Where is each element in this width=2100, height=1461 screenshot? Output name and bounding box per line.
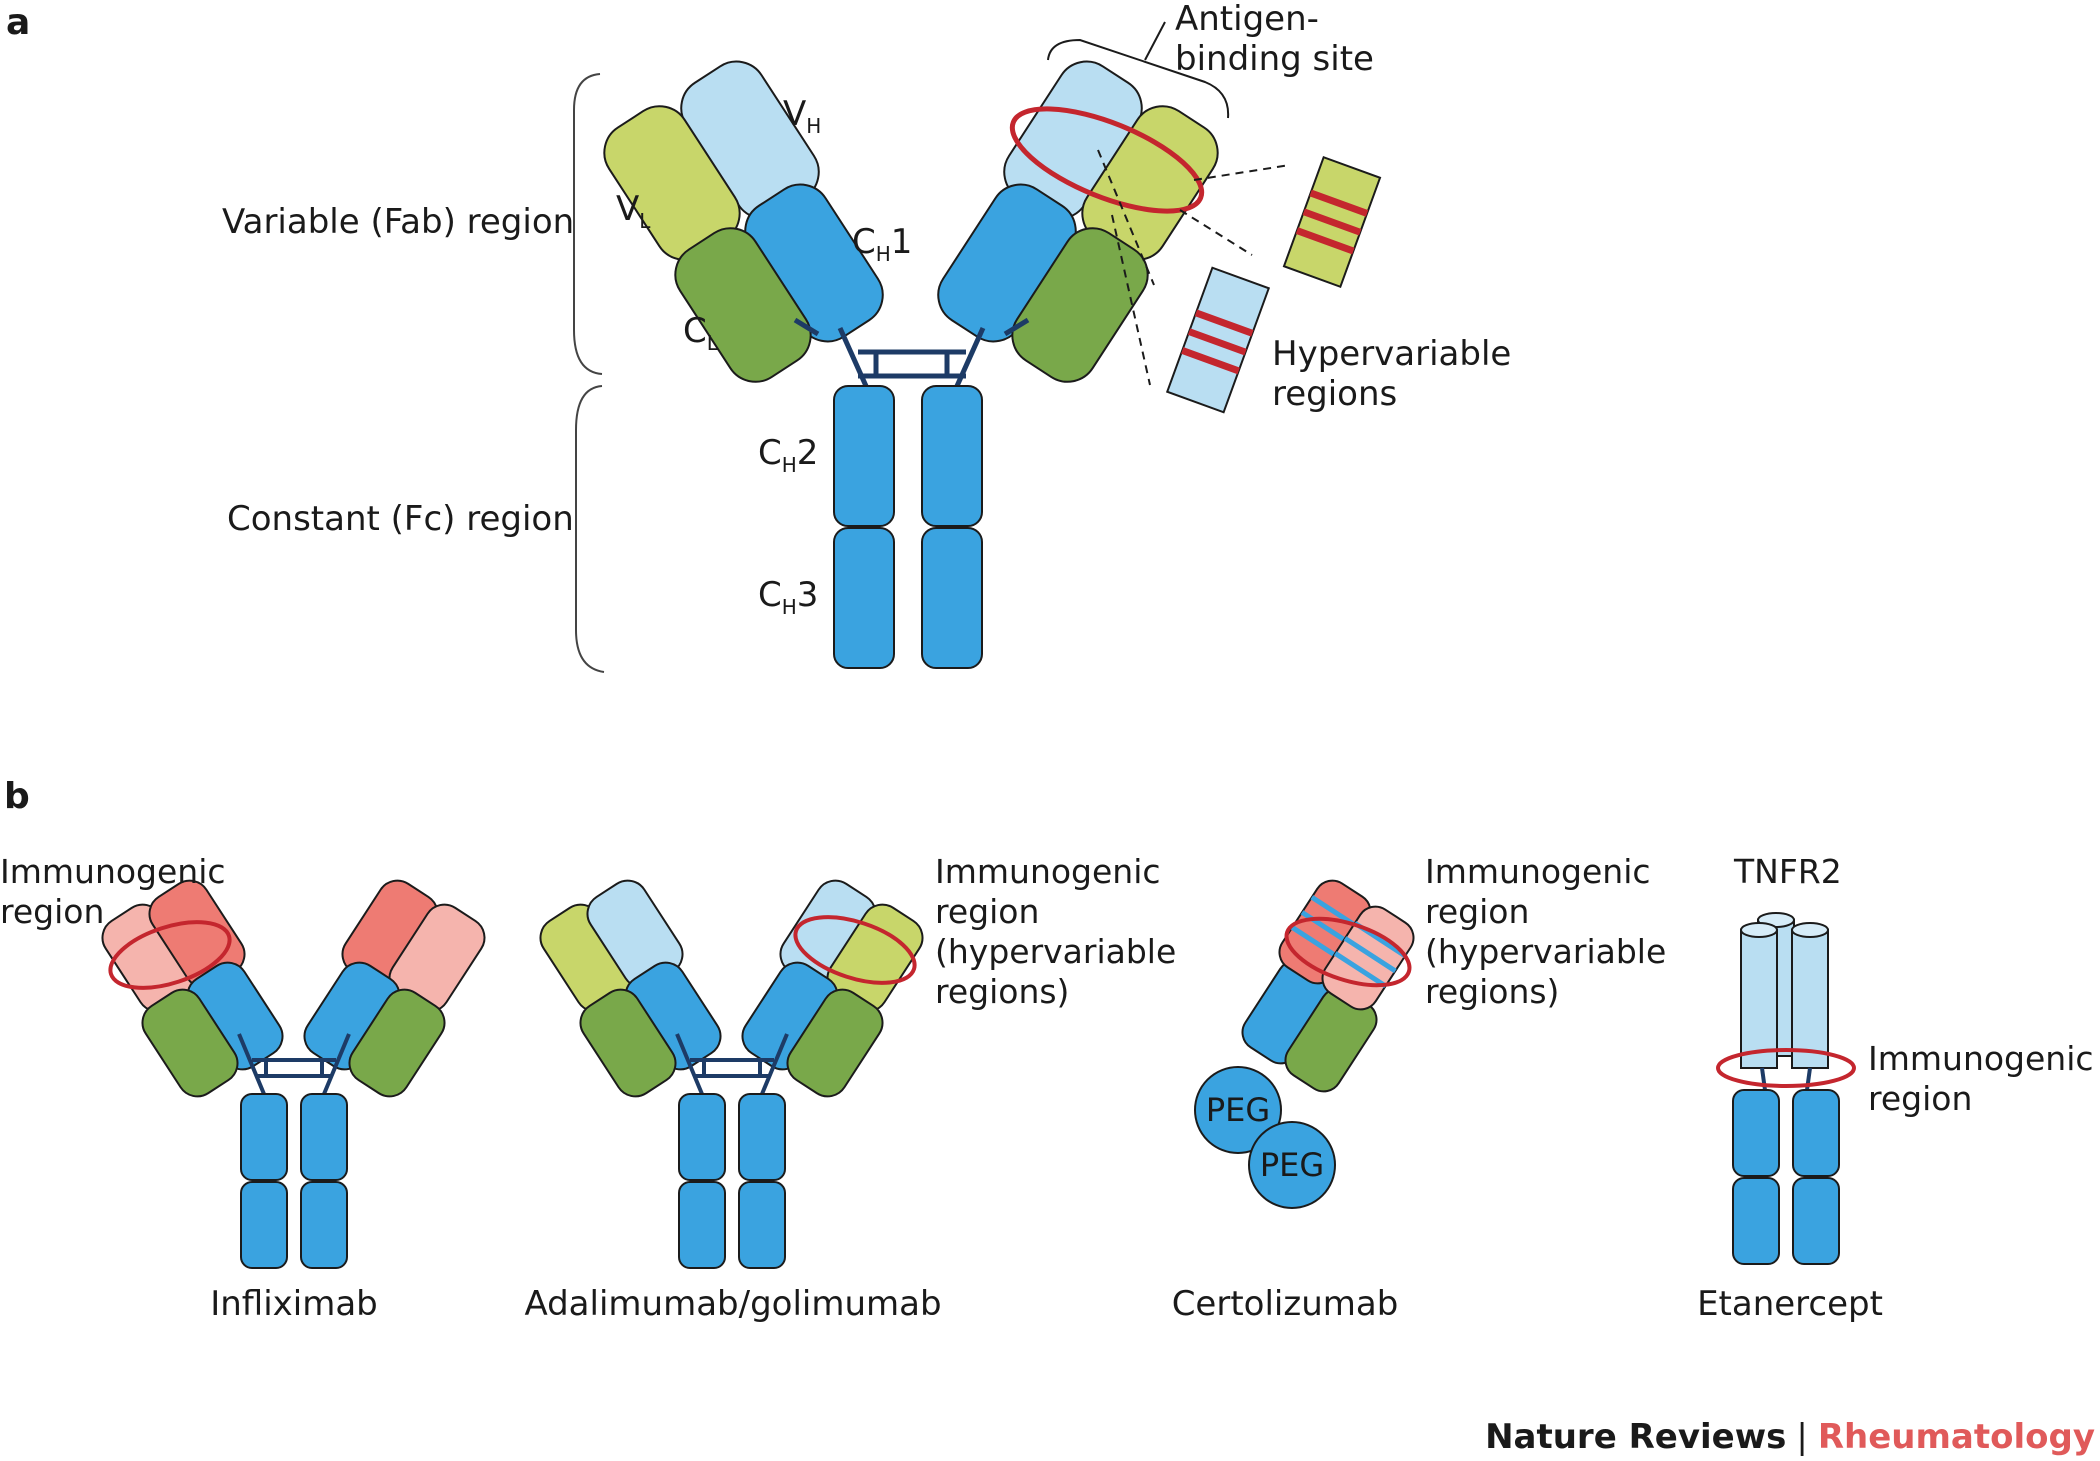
adalimumab-diagram xyxy=(539,879,924,1269)
journal-name: Rheumatology xyxy=(1818,1417,2095,1457)
variable-region-brace xyxy=(573,73,603,375)
panel-a-letter: a xyxy=(6,2,30,43)
etanercept-diagram xyxy=(1716,912,1856,1265)
etanercept-receptor-label: TNFR2 xyxy=(1733,852,1842,891)
cl-label: CL xyxy=(683,311,719,355)
certolizumab-annotation-line2: region xyxy=(1425,892,1529,931)
ch3-label: CH3 xyxy=(758,575,818,619)
fab-arm-right xyxy=(937,60,1219,383)
etanercept-annotation-line2: region xyxy=(1868,1079,1972,1118)
journal-credit: Nature Reviews| Rheumatology xyxy=(1485,1417,2095,1457)
peg-circle-1 xyxy=(1194,1066,1282,1154)
antigen-site-label-line2: binding site xyxy=(1175,39,1374,79)
certolizumab-annotation-line4: regions) xyxy=(1425,972,1559,1011)
hinge-region xyxy=(837,326,986,388)
infliximab-annotation-line1: Immunogenic xyxy=(0,852,226,891)
vh-label: VH xyxy=(783,94,821,138)
panel-b-letter: b xyxy=(4,776,30,817)
ch3-domain-right xyxy=(921,527,983,669)
peg-label-2: PEG xyxy=(1260,1146,1324,1184)
variable-region-label: Variable (Fab) region xyxy=(222,202,574,242)
etanercept-label: Etanercept xyxy=(1697,1284,1883,1324)
ch1-label: CH1 xyxy=(852,222,912,266)
hypervariable-label-line1: Hypervariable xyxy=(1272,334,1511,374)
brand-name: Nature Reviews xyxy=(1485,1417,1786,1457)
antigen-site-leader xyxy=(1144,21,1166,61)
hypervariable-zoom-vh xyxy=(1165,266,1271,414)
brand-separator: | xyxy=(1796,1417,1807,1457)
zoom-dashed-lines xyxy=(1097,149,1291,386)
adalimumab-annotation-line4: regions) xyxy=(935,972,1069,1011)
certolizumab-label: Certolizumab xyxy=(1172,1284,1399,1324)
etanercept-annotation-line1: Immunogenic xyxy=(1868,1039,2094,1078)
light-heavy-bond-left xyxy=(793,317,820,337)
hypervariable-zoom-vl xyxy=(1282,155,1382,289)
antigen-site-bracket xyxy=(1047,38,1230,119)
ch2-label: CH2 xyxy=(758,433,818,477)
adalimumab-label: Adalimumab/golimumab xyxy=(524,1284,941,1324)
certolizumab-annotation-line3: (hypervariable xyxy=(1425,932,1666,971)
infliximab-label: Infliximab xyxy=(210,1284,378,1324)
ch3-domain-left xyxy=(833,527,895,669)
adalimumab-annotation-line3: (hypervariable xyxy=(935,932,1176,971)
constant-region-label: Constant (Fc) region xyxy=(227,499,574,539)
peg-label-1: PEG xyxy=(1206,1091,1270,1129)
fab-arm-left xyxy=(603,60,884,383)
infliximab-annotation-line2: region xyxy=(0,892,104,931)
antigen-binding-ring xyxy=(1009,106,1205,214)
hypervariable-label-line2: regions xyxy=(1272,374,1397,414)
cl-domain-left xyxy=(674,227,812,383)
certolizumab-annotation-line1: Immunogenic xyxy=(1425,852,1651,891)
infliximab-diagram xyxy=(101,879,486,1269)
cl-domain-right xyxy=(1011,227,1149,383)
ch2-domain-left xyxy=(833,385,895,527)
constant-region-brace xyxy=(575,385,605,673)
fc-region xyxy=(833,385,983,669)
adalimumab-annotation-line1: Immunogenic xyxy=(935,852,1161,891)
adalimumab-annotation-line2: region xyxy=(935,892,1039,931)
certolizumab-diagram xyxy=(1194,879,1415,1209)
light-heavy-bond-right xyxy=(1003,317,1030,337)
peg-circle-2 xyxy=(1248,1121,1336,1209)
ch2-domain-right xyxy=(921,385,983,527)
tnfr2-cylinders xyxy=(1740,912,1829,1069)
vl-label: VL xyxy=(616,189,651,233)
antigen-site-label-line1: Antigen- xyxy=(1175,0,1319,39)
